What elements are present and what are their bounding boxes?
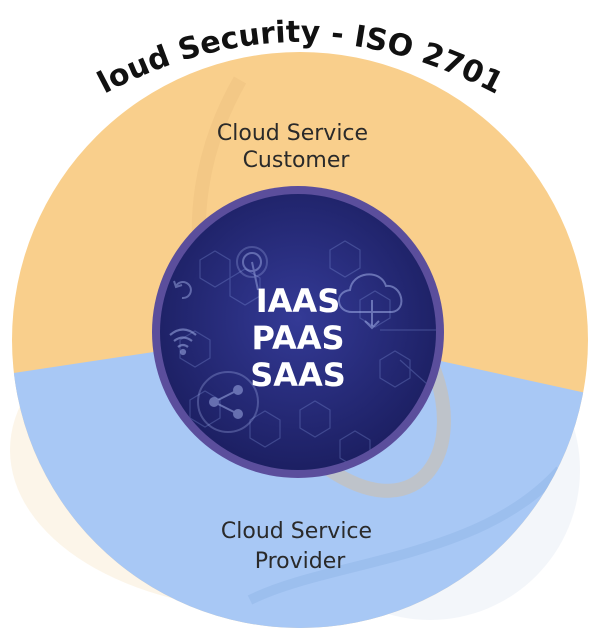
outer-circle xyxy=(12,52,588,628)
core-item-iaas: IAAS xyxy=(256,282,340,320)
customer-label-line2: Customer xyxy=(243,148,351,173)
provider-label-line1: Cloud Service xyxy=(221,519,372,544)
wifi-icon xyxy=(169,328,197,356)
provider-region xyxy=(12,330,588,628)
core-circle: IAAS PAAS SAAS xyxy=(152,186,444,478)
provider-label-line2: Provider xyxy=(255,549,347,574)
core-item-saas: SAAS xyxy=(250,356,346,394)
provider-label: Cloud Service Provider xyxy=(221,519,379,574)
core-item-paas: PAAS xyxy=(251,319,344,357)
customer-label: Cloud Service Customer xyxy=(217,121,375,173)
sync-icon xyxy=(173,280,192,300)
customer-label-line1: Cloud Service xyxy=(217,121,368,146)
touch-icon xyxy=(236,246,268,291)
cloud-download-icon xyxy=(338,273,403,330)
decor-swirl-2 xyxy=(247,466,564,605)
share-icon xyxy=(197,371,259,433)
hex-pattern xyxy=(179,240,436,468)
